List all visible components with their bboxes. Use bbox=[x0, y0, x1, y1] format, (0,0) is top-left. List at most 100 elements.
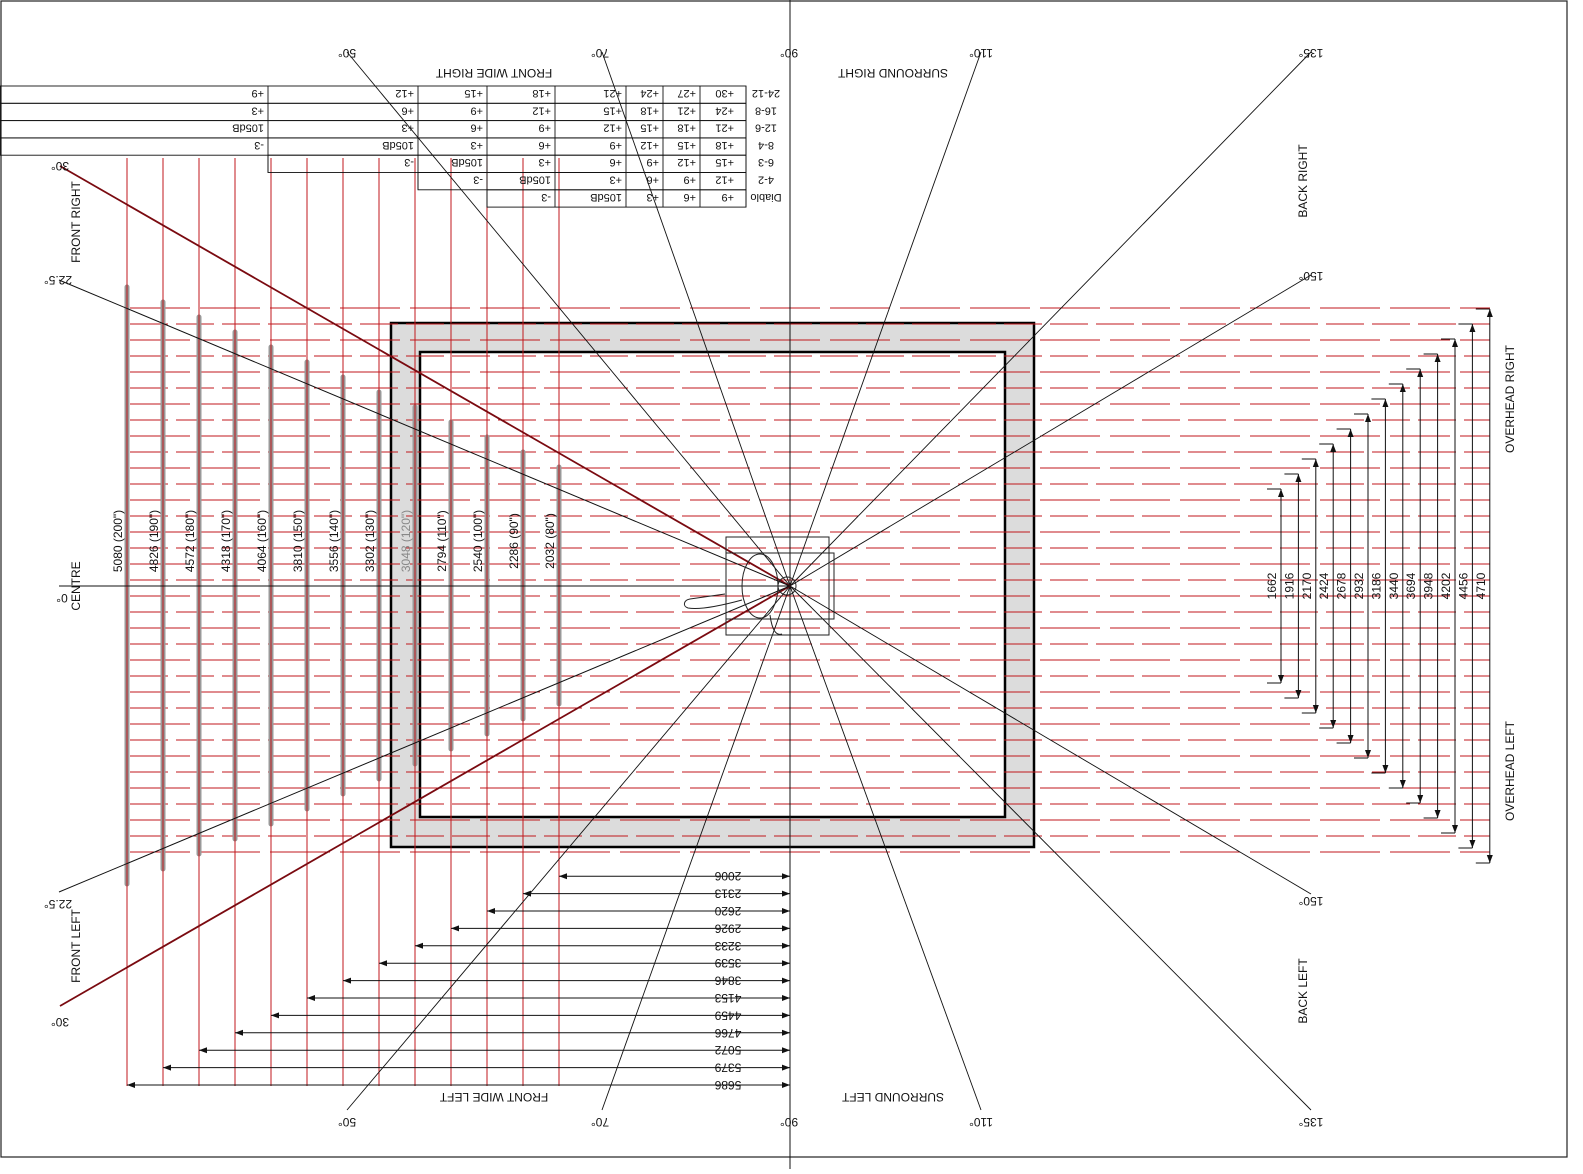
angle-label-150-top: 150° bbox=[1298, 269, 1323, 283]
arrow-head bbox=[163, 1064, 171, 1071]
arrow-head bbox=[782, 890, 790, 897]
spl-table-cell: +12 bbox=[677, 156, 696, 168]
spl-table-cell: +6 bbox=[683, 191, 696, 203]
drawing-border bbox=[0, 0, 1568, 1158]
angle-ray bbox=[346, 585, 791, 1111]
arrow-head bbox=[1417, 795, 1424, 803]
spl-table-cell: +18 bbox=[715, 139, 734, 151]
overhead-spread-value: 3948 bbox=[1422, 572, 1436, 599]
distance-label: 4826 (190") bbox=[147, 510, 161, 572]
spl-table-cell: +21 bbox=[677, 104, 696, 116]
arrow-head bbox=[782, 873, 790, 880]
spl-table-cell: +6 bbox=[470, 122, 483, 134]
spl-table-cell: +3 bbox=[538, 156, 551, 168]
arrow-head bbox=[1347, 429, 1354, 437]
distance-label: 4572 (180") bbox=[183, 510, 197, 572]
arrow-head bbox=[1417, 369, 1424, 377]
spl-table-cell: +12 bbox=[640, 139, 659, 151]
spl-row-label: 6-3 bbox=[758, 156, 774, 168]
arrow-head bbox=[1347, 735, 1354, 743]
arrow-head bbox=[235, 1029, 243, 1036]
spl-table-cell: 105dB bbox=[590, 191, 622, 203]
seat-back bbox=[725, 552, 835, 620]
spl-table-cell: +6 bbox=[401, 104, 414, 116]
angle-rays bbox=[346, 51, 1312, 1111]
spl-table-cell: +18 bbox=[677, 122, 696, 134]
arrow-head bbox=[1469, 324, 1476, 332]
angle-ray bbox=[601, 51, 791, 587]
spl-table: 24-12+30+27+24+21+18+15+12+916-8+24+21+1… bbox=[0, 85, 782, 208]
spl-table-cell: +3 bbox=[251, 104, 264, 116]
arrow-head bbox=[1330, 720, 1337, 728]
distance-label: 4318 (170") bbox=[219, 510, 233, 572]
overhead-spread-value: 3440 bbox=[1387, 572, 1401, 599]
spl-table-cell: +15 bbox=[677, 139, 696, 151]
arrow-head bbox=[1434, 354, 1441, 362]
angle-label-0: 0° bbox=[56, 591, 68, 605]
arrow-head bbox=[782, 995, 790, 1001]
angle-label-22-left: 22.5° bbox=[44, 897, 72, 911]
distance-label: 2032 (80") bbox=[543, 513, 557, 569]
arrow-head bbox=[782, 977, 790, 984]
arrow-head bbox=[1278, 675, 1284, 683]
angle-ray bbox=[346, 51, 791, 587]
distance-label: 4064 (160") bbox=[255, 510, 269, 572]
front-spread-value: 5686 bbox=[714, 1078, 741, 1092]
arrow-head bbox=[1452, 825, 1458, 833]
overhead-spread-value: 2170 bbox=[1300, 572, 1314, 599]
spl-table-cell: +6 bbox=[646, 174, 659, 186]
front-spread-value: 2006 bbox=[714, 869, 741, 883]
arrow-head bbox=[1295, 474, 1302, 482]
spl-table-cell: +12 bbox=[532, 104, 551, 116]
label-front-left: FRONT LEFT bbox=[69, 908, 83, 982]
spl-table-cell: +15 bbox=[640, 122, 659, 134]
channel-labels: CENTRE FRONT RIGHT FRONT LEFT FRONT WIDE… bbox=[69, 66, 1517, 1104]
front-spread-dimensions: 5686537950724766445941533846353932332926… bbox=[127, 869, 790, 1092]
spl-table-cell: +27 bbox=[677, 87, 696, 99]
spl-row-label: 4-2 bbox=[758, 174, 774, 186]
spl-table-cell: -3 bbox=[404, 156, 414, 168]
spl-table-cell: 105dB bbox=[519, 174, 551, 186]
angle-label-135-top: 135° bbox=[1298, 46, 1323, 60]
arrow-head bbox=[782, 908, 790, 914]
arrow-head bbox=[782, 960, 790, 967]
angle-label-135-bottom: 135° bbox=[1298, 1115, 1323, 1129]
angle-labels: 0° 22.5° 22.5° 30° 30° 50° 50° 70° 70° 9… bbox=[44, 46, 1324, 1129]
front-spread-value: 5072 bbox=[714, 1043, 741, 1057]
spl-table-cell: +15 bbox=[715, 156, 734, 168]
spl-row-label: 16-8 bbox=[755, 104, 777, 116]
spl-table-cell: +24 bbox=[715, 104, 734, 116]
listener-arm bbox=[769, 614, 783, 635]
arrow-head bbox=[782, 1047, 790, 1054]
front-spread-value: 4766 bbox=[714, 1026, 741, 1040]
arrow-head bbox=[782, 925, 790, 932]
label-front-wide-left: FRONT WIDE LEFT bbox=[439, 1090, 548, 1104]
angle-label-70-top: 70° bbox=[591, 46, 609, 60]
distance-label: 2286 (90") bbox=[507, 513, 521, 569]
angle-label-50-top: 50° bbox=[338, 46, 356, 60]
spl-row-label: 12-6 bbox=[755, 122, 777, 134]
label-surround-left: SURROUND LEFT bbox=[841, 1090, 944, 1104]
spl-table-cell: +12 bbox=[395, 87, 414, 99]
listener-legs bbox=[683, 593, 743, 609]
overhead-spread-value: 4456 bbox=[1456, 572, 1470, 599]
angle-label-110-bottom: 110° bbox=[969, 1115, 993, 1129]
spl-table-cell: +9 bbox=[538, 122, 551, 134]
angle-label-110-top: 110° bbox=[969, 46, 993, 60]
label-back-right: BACK RIGHT bbox=[1296, 144, 1310, 218]
label-surround-right: SURROUND RIGHT bbox=[837, 66, 948, 80]
front-spread-value: 3233 bbox=[714, 939, 741, 953]
distance-label: 3556 (140") bbox=[327, 510, 341, 572]
distance-label: 3810 (150") bbox=[291, 510, 305, 572]
overhead-spread-value: 2424 bbox=[1317, 572, 1331, 599]
spl-table-cell: 105dB bbox=[232, 122, 264, 134]
arrow-head bbox=[1312, 705, 1319, 713]
spl-table-cell: +6 bbox=[538, 139, 551, 151]
arrow-head bbox=[1278, 489, 1284, 497]
label-front-right: FRONT RIGHT bbox=[69, 180, 83, 262]
listener-seat bbox=[683, 536, 835, 636]
front-left-30-ray bbox=[59, 585, 791, 1007]
